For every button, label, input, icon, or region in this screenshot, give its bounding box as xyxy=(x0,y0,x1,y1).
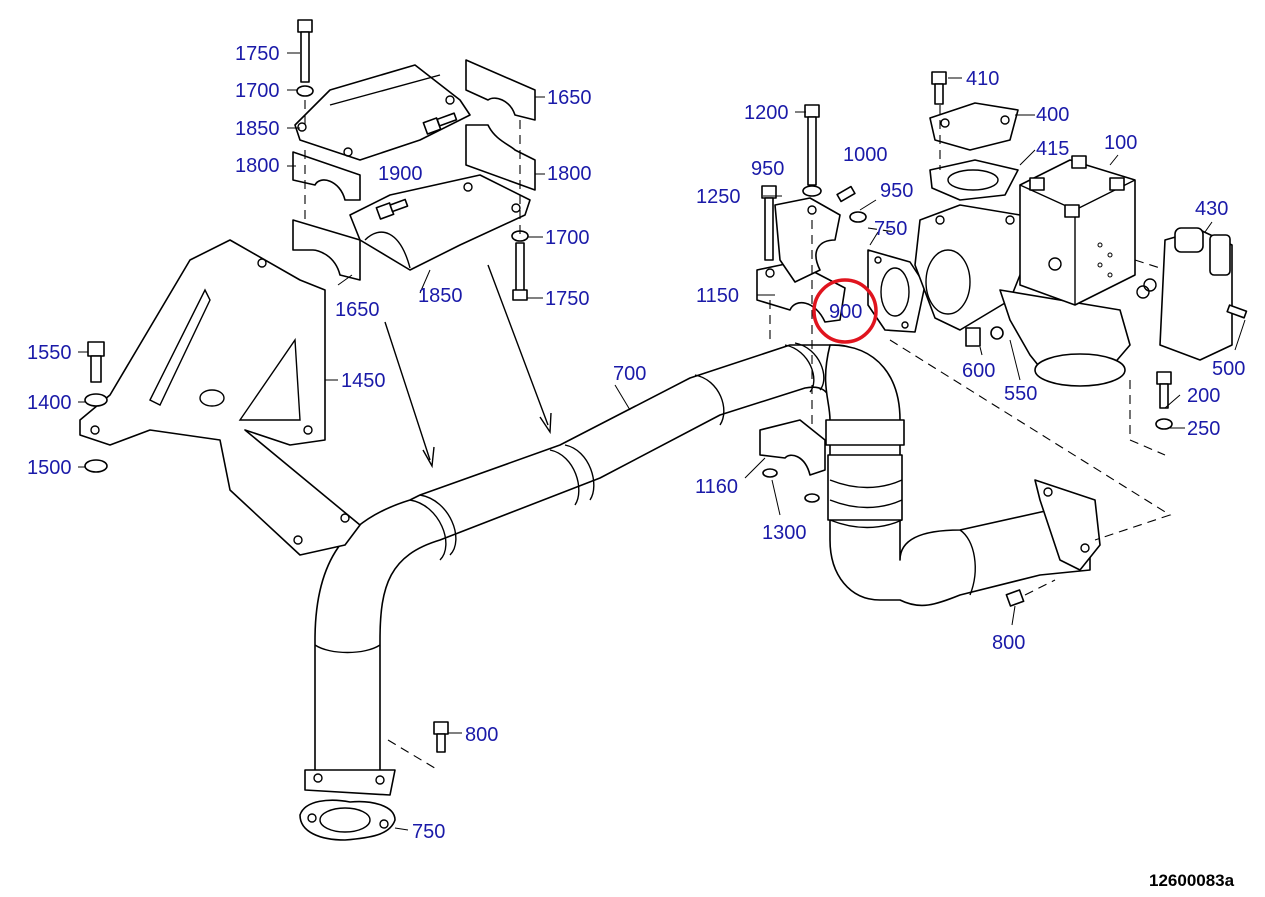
bolt-1900-set xyxy=(375,112,458,220)
turbo-housing xyxy=(914,204,1131,387)
callout-250: 250 xyxy=(1187,418,1220,440)
half-shell-1650-left xyxy=(292,219,361,281)
plug-600 xyxy=(965,326,1004,347)
arrowhead-2 xyxy=(539,412,552,435)
callout-1750-top: 1750 xyxy=(235,43,280,65)
clamp-upper-1850 xyxy=(294,64,471,161)
assembly-line-7 xyxy=(867,105,941,233)
callout-1700-top: 1700 xyxy=(235,80,280,102)
callout-1750-bottom: 1750 xyxy=(545,288,590,310)
callout-1400: 1400 xyxy=(27,392,72,414)
callout-550: 550 xyxy=(1004,383,1037,405)
callout-410: 410 xyxy=(966,68,999,90)
bolt-1200 xyxy=(802,104,822,197)
callout-1650-left: 1650 xyxy=(335,299,380,321)
gasket-750-turbo xyxy=(867,249,926,333)
callout-430: 430 xyxy=(1195,198,1228,220)
highlight-circle-900 xyxy=(812,278,878,344)
callout-labels: 1750 1700 1850 1800 1900 1650 1800 1700 … xyxy=(27,43,1245,843)
cover-plate-400 xyxy=(929,102,1019,151)
arrow-line-1 xyxy=(384,321,431,461)
callout-415: 415 xyxy=(1036,138,1069,160)
callout-1160: 1160 xyxy=(695,476,738,498)
elbow-pipe xyxy=(824,344,1101,607)
callout-950-top: 950 xyxy=(751,158,784,180)
callout-1250: 1250 xyxy=(696,186,741,208)
half-shell-1800-left xyxy=(292,151,361,201)
bracket-1450 xyxy=(79,239,361,556)
half-shell-1650-right xyxy=(465,59,536,121)
callout-750-bottom: 750 xyxy=(412,821,445,843)
callout-1450: 1450 xyxy=(341,370,386,392)
bolt-1000 xyxy=(836,185,867,223)
callout-1900: 1900 xyxy=(378,163,423,185)
callout-1700-right: 1700 xyxy=(545,227,590,249)
bolt-1250 xyxy=(761,185,777,261)
callout-1650-right: 1650 xyxy=(547,87,592,109)
arrow-line-2 xyxy=(487,264,549,426)
clamp-lower-1850 xyxy=(349,174,531,271)
callout-800-left: 800 xyxy=(465,724,498,746)
half-shell-1800-right xyxy=(465,124,536,191)
bolt-1750-bottom xyxy=(511,230,529,301)
callout-1550: 1550 xyxy=(27,342,72,364)
callout-400: 400 xyxy=(1036,104,1069,126)
callout-1500: 1500 xyxy=(27,457,72,479)
callout-950-right: 950 xyxy=(880,180,913,202)
callout-200: 200 xyxy=(1187,385,1220,407)
callout-600: 600 xyxy=(962,360,995,382)
bolt-1750-top xyxy=(296,19,314,97)
assembly-line-8 xyxy=(1134,259,1161,269)
callout-1200: 1200 xyxy=(744,102,789,124)
clamp-1150 xyxy=(756,261,846,323)
bolt-1550 xyxy=(84,341,108,473)
callout-900: 900 xyxy=(829,301,862,323)
leader-lines xyxy=(78,52,1246,831)
clamp-1160 xyxy=(759,419,826,476)
assembly-line-5 xyxy=(769,220,813,430)
callout-1850-top: 1850 xyxy=(235,118,280,140)
callout-1300: 1300 xyxy=(762,522,807,544)
solenoid-430 xyxy=(1136,227,1248,361)
callout-500: 500 xyxy=(1212,358,1245,380)
callout-1150: 1150 xyxy=(696,285,739,307)
drawing-reference-number: 12600083a xyxy=(1149,871,1235,890)
callout-1850-bottom: 1850 xyxy=(418,285,463,307)
assembly-line-6 xyxy=(387,579,1056,771)
callout-700: 700 xyxy=(613,363,646,385)
bolt-410 xyxy=(931,71,947,105)
exhaust-pipe-700 xyxy=(314,342,871,781)
callout-800-right: 800 xyxy=(992,632,1025,654)
actuator-100 xyxy=(1019,155,1136,306)
arrowhead-1 xyxy=(422,446,435,469)
callout-1800-left: 1800 xyxy=(235,155,280,177)
bolts-800 xyxy=(433,589,1025,753)
gasket-415 xyxy=(929,159,1019,201)
callout-1000: 1000 xyxy=(843,144,888,166)
callout-1800-right: 1800 xyxy=(547,163,592,185)
assembly-line-1 xyxy=(889,339,1172,541)
bolt-200 xyxy=(1155,371,1173,430)
callout-100: 100 xyxy=(1104,132,1137,154)
assembly-line-2 xyxy=(1129,380,1166,456)
nuts-1300 xyxy=(762,468,820,503)
pipe-flange-bottom xyxy=(299,769,396,841)
callout-750-turbo: 750 xyxy=(874,218,907,240)
